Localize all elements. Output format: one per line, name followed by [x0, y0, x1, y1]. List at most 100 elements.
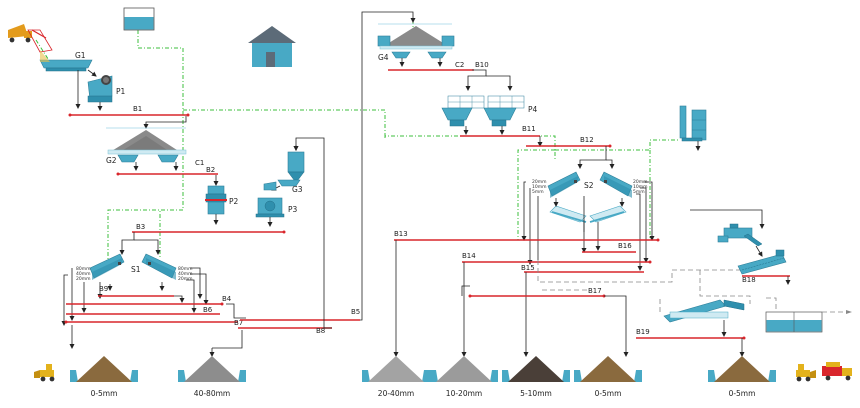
label-G4: G4: [378, 53, 389, 62]
pile-label: 0-5mm: [91, 389, 118, 398]
product-pile: 0-5mm: [70, 356, 138, 398]
label-G3: G3: [292, 185, 303, 194]
stockpile-G4: [377, 23, 455, 59]
pile-bin-right: [238, 370, 246, 382]
s1-right-mesh-3: 20mm: [178, 276, 193, 282]
fine-sand-classifier: [663, 299, 745, 323]
spiral-sand-washer: [737, 249, 787, 275]
sand-making-machine-P4[interactable]: [441, 95, 525, 127]
pile-heap: [184, 356, 240, 382]
label-G2: G2: [106, 156, 117, 165]
label-B14: B14: [462, 252, 476, 260]
cone-crusher-P2[interactable]: [205, 185, 227, 215]
pile-bin-right: [768, 370, 776, 382]
wheel-loader-right-icon: [796, 364, 816, 382]
label-B11: B11: [522, 125, 536, 133]
pile-bin-left: [178, 370, 186, 382]
bin-G3: [277, 151, 305, 187]
label-B6: B6: [203, 306, 213, 314]
stockpile-G2: [106, 127, 187, 163]
truck-right-icon: [822, 362, 852, 381]
label-B13: B13: [394, 230, 408, 238]
label-S1: S1: [131, 265, 141, 274]
impact-crusher-P3[interactable]: [255, 197, 285, 218]
product-pile: 40-80mm: [178, 356, 246, 398]
s2-left-mesh-3: 5mm: [532, 189, 544, 195]
product-pile: 0-5mm: [708, 356, 776, 398]
product-pile: 20-40mm: [362, 356, 430, 398]
label-B17: B17: [588, 287, 602, 295]
feeder-G1[interactable]: [39, 50, 93, 72]
product-pile: 10-20mm: [430, 356, 498, 398]
label-G1: G1: [75, 51, 86, 60]
s2-left-mesh-1: 20mm: [532, 179, 547, 185]
pile-heap: [368, 356, 424, 382]
pile-bin-right: [634, 370, 642, 382]
dewatering-screen: [717, 223, 763, 247]
s1-left-mesh-labels: 80mm 40mm 20mm: [76, 266, 91, 282]
pile-bin-left: [70, 370, 78, 382]
s1-left-mesh-2: 40mm: [76, 271, 91, 277]
pile-label: 0-5mm: [729, 389, 756, 398]
pile-heap: [436, 356, 492, 382]
water-tank: [123, 7, 155, 31]
dump-truck-icon: [8, 24, 53, 53]
s2-right-mesh-labels: 20mm 10mm 5mm: [633, 179, 648, 195]
s1-right-mesh-labels: 80mm 40mm 20mm: [178, 266, 193, 282]
label-B2: B2: [206, 166, 215, 174]
pile-bin-right: [130, 370, 138, 382]
s1-right-mesh-1: 80mm: [178, 266, 193, 272]
label-B1: B1: [133, 105, 142, 113]
sand-washer: [549, 205, 627, 223]
pile-heap: [580, 356, 636, 382]
label-B8: B8: [316, 327, 325, 335]
label-C2: C2: [455, 61, 464, 69]
pile-label: 20-40mm: [378, 389, 414, 398]
pile-bin-right: [422, 370, 430, 382]
s1-left-mesh-1: 80mm: [76, 266, 91, 272]
label-B18: B18: [742, 276, 756, 284]
label-P4: P4: [528, 105, 538, 114]
label-B10: B10: [475, 61, 489, 69]
wheel-loader-left-icon: [34, 364, 55, 382]
label-B7: B7: [234, 319, 243, 327]
dust-collector: [679, 105, 707, 142]
pile-bin-left: [502, 370, 510, 382]
s2-output-flows: [521, 181, 655, 271]
s1-left-mesh-3: 20mm: [76, 276, 91, 282]
label-B5: B5: [351, 308, 360, 316]
pile-heap: [508, 356, 564, 382]
pile-label: 40-80mm: [194, 389, 230, 398]
s2-right-mesh-3: 5mm: [633, 189, 645, 195]
label-P2: P2: [229, 197, 239, 206]
pile-label: 0-5mm: [595, 389, 622, 398]
s2-right-mesh-1: 20mm: [633, 179, 648, 185]
label-P3: P3: [288, 205, 298, 214]
pile-bin-left: [708, 370, 716, 382]
s1-right-mesh-2: 40mm: [178, 271, 193, 277]
pile-label: 5-10mm: [520, 389, 552, 398]
product-pile: 0-5mm: [574, 356, 642, 398]
jaw-crusher-P1[interactable]: [87, 75, 113, 103]
label-B9: B9: [99, 285, 108, 293]
label-B3: B3: [136, 223, 145, 231]
s1-output-flows: [61, 267, 209, 326]
vibrating-screen-S1[interactable]: [89, 253, 177, 280]
pile-heap: [714, 356, 770, 382]
label-B16: B16: [618, 242, 632, 250]
product-piles: 0-5mm 40-80mm 20-40mm 10-20mm 5-10mm 0-5mm 0-5…: [70, 356, 776, 398]
s2-left-mesh-2: 10mm: [532, 184, 547, 190]
label-B4: B4: [222, 295, 232, 303]
pile-label: 10-20mm: [446, 389, 482, 398]
label-B15: B15: [521, 264, 535, 272]
pile-bin-right: [562, 370, 570, 382]
vibrating-screen-S2[interactable]: [547, 171, 633, 198]
label-P1: P1: [116, 87, 126, 96]
pile-bin-left: [430, 370, 438, 382]
pile-bin-left: [362, 370, 370, 382]
label-B12: B12: [580, 136, 594, 144]
pile-heap: [76, 356, 132, 382]
product-pile: 5-10mm: [502, 356, 570, 398]
s2-right-mesh-2: 10mm: [633, 184, 648, 190]
